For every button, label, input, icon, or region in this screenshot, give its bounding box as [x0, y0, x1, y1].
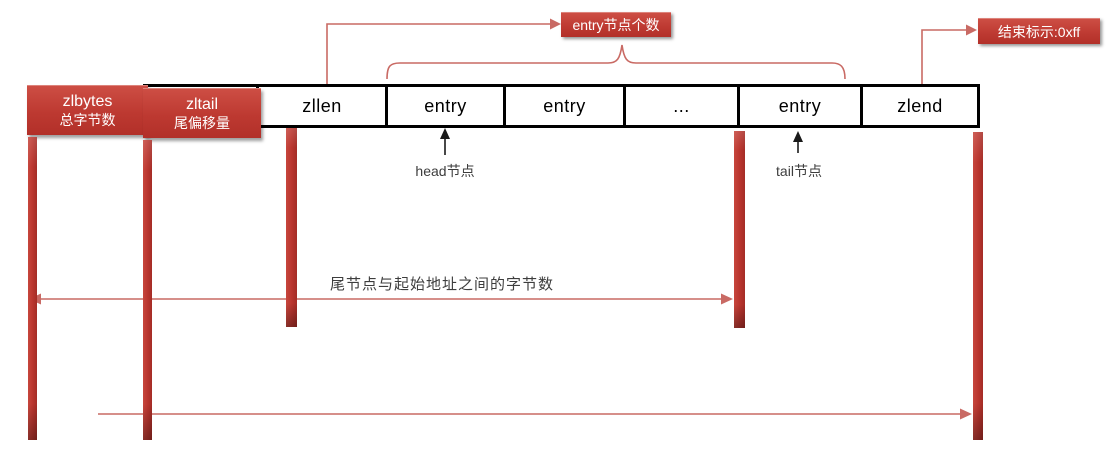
total-bytes-arrowhead-icon	[960, 408, 972, 420]
zlbytes-name: zlbytes	[62, 92, 113, 110]
cell-entry-2: entry	[503, 87, 623, 125]
zlbytes-desc: 总字节数	[59, 111, 116, 128]
end-marker-callout: 结束标示:0xff	[978, 18, 1100, 44]
boundary-bar-zllen-start	[286, 128, 297, 327]
tail-offset-right-arrowhead-icon	[721, 293, 733, 305]
zltail-desc: 尾偏移量	[174, 114, 230, 131]
ziplist-field-row: zllen entry entry ... entry zlend	[143, 84, 980, 128]
entry-count-callout: entry节点个数	[561, 12, 671, 37]
end-marker-arrowhead-icon	[966, 24, 977, 36]
boundary-bar-zlbytes-start	[28, 137, 37, 440]
cell-zllen: zllen	[256, 87, 385, 125]
cell-zlend-label: zlend	[897, 95, 943, 116]
cell-entry-tail: entry	[737, 87, 860, 125]
tail-node-arrowhead-icon	[793, 131, 803, 142]
cell-ellipsis: ...	[623, 87, 737, 125]
boundary-bar-zltail-start	[143, 140, 152, 440]
boundary-bar-tail-entry	[734, 131, 745, 328]
zltail-field-box: zltail 尾偏移量	[143, 88, 261, 138]
end-marker-connector-line	[921, 29, 966, 84]
entry-count-connector-line	[326, 23, 550, 85]
cell-entry-head: entry	[385, 87, 503, 125]
entry-count-arrowhead-icon	[550, 18, 561, 30]
cell-entry-2-label: entry	[543, 95, 586, 116]
tail-offset-caption: 尾节点与起始地址之间的字节数	[330, 276, 555, 293]
head-node-arrowhead-icon	[440, 128, 450, 139]
head-node-note: head节点	[415, 163, 475, 179]
cell-entry-tail-label: entry	[778, 95, 822, 116]
cell-zllen-label: zllen	[302, 95, 342, 116]
cell-zlend: zlend	[860, 87, 977, 125]
boundary-bar-zlend	[973, 132, 983, 440]
entries-overbrace	[386, 44, 846, 80]
cell-entry-head-label: entry	[424, 95, 467, 116]
zltail-name: zltail	[185, 95, 218, 113]
zlbytes-field-box: zlbytes 总字节数	[27, 85, 148, 135]
cell-ellipsis-label: ...	[673, 95, 690, 116]
tail-node-note: tail节点	[776, 163, 822, 179]
